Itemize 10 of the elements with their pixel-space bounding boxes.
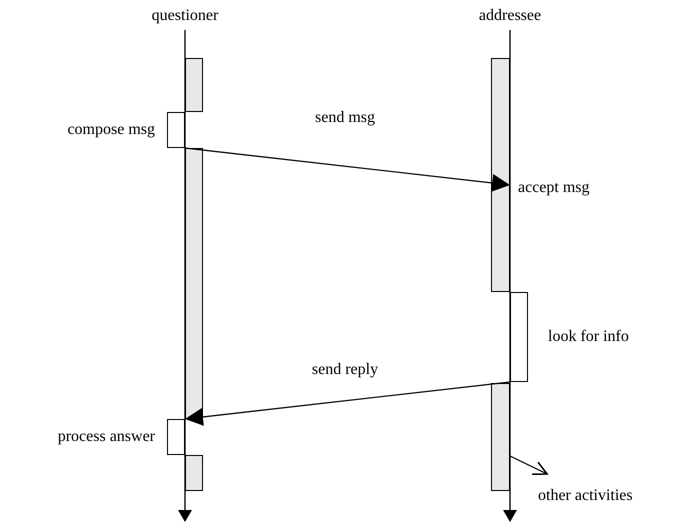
activity-label: process answer xyxy=(58,427,155,447)
message-arrow xyxy=(510,455,548,475)
activity-label: accept msg xyxy=(518,178,590,198)
lifeline-label: questioner xyxy=(152,6,218,26)
lifeline-label: addressee xyxy=(478,6,542,26)
message-arrow xyxy=(184,147,510,192)
activity-label: look for info xyxy=(548,327,629,347)
activity-label: other activities xyxy=(538,486,633,506)
activity-label: compose msg xyxy=(67,120,155,140)
message-arrow xyxy=(184,381,510,426)
